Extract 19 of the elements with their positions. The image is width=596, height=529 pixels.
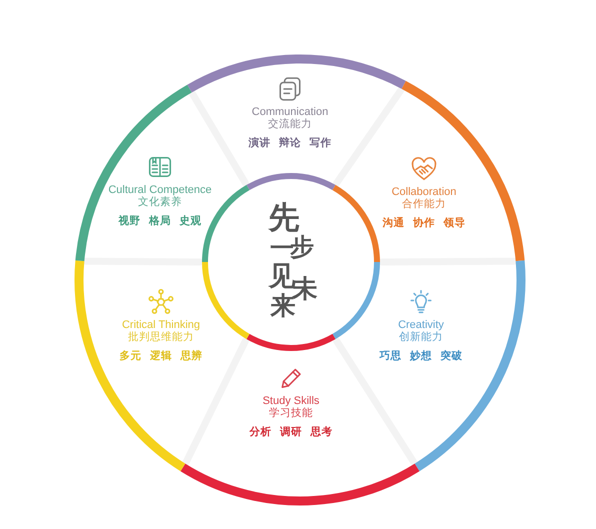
skill-title: Critical Thinking <box>122 319 200 331</box>
skill-keywords: 演讲 辩论 写作 <box>248 137 332 150</box>
skill-title: Cultural Competence <box>108 184 212 196</box>
skill-title-chinese: 合作能力 <box>402 198 446 211</box>
skill-title: Study Skills <box>262 395 320 407</box>
skill-title-chinese: 批判思维能力 <box>128 331 194 344</box>
skill-title: Collaboration <box>392 186 456 198</box>
skill-title: Creativity <box>398 319 444 331</box>
skill-keywords: 巧思 妙想 突破 <box>379 350 463 363</box>
skill-keywords: 多元 逻辑 思辨 <box>119 350 203 363</box>
skill-title: Communication <box>252 106 328 118</box>
skill-keywords: 分析 调研 思考 <box>249 426 333 439</box>
skill-title-chinese: 创新能力 <box>399 331 443 344</box>
skill-title-chinese: 学习技能 <box>269 407 313 420</box>
slogan-text: 先一步见未来 <box>267 198 318 322</box>
skill-keywords: 视野 格局 史观 <box>118 215 202 228</box>
skill-title-chinese: 文化素养 <box>138 196 182 209</box>
skill-keywords: 沟通 协作 领导 <box>382 217 466 230</box>
skill-title-chinese: 交流能力 <box>268 118 312 131</box>
